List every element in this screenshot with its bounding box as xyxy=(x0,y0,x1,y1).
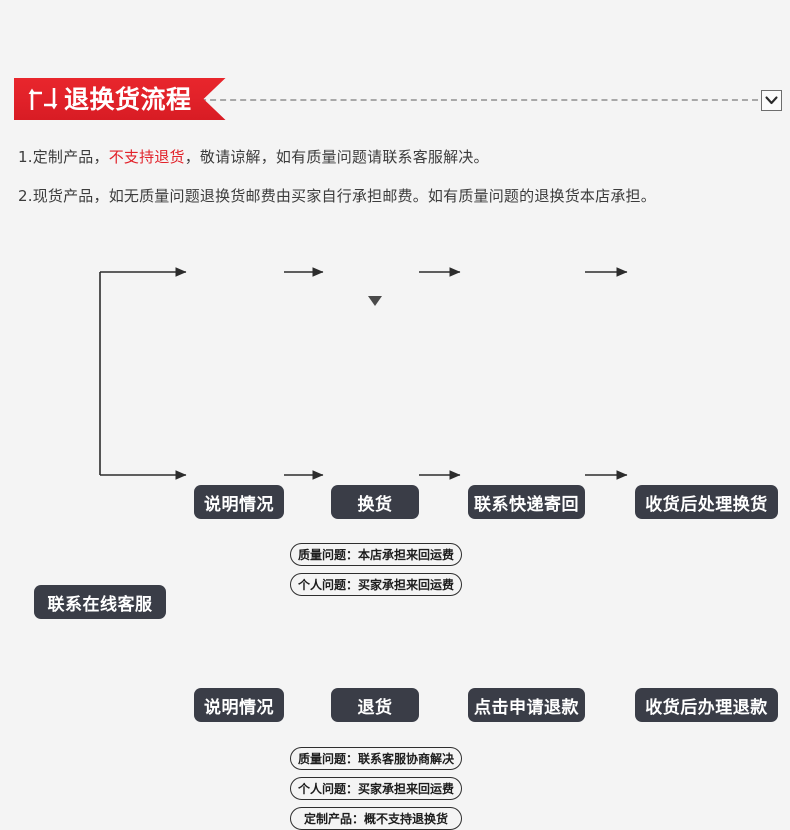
flow-note-return-quality: 质量问题：联系客服协商解决 xyxy=(290,747,462,770)
flow-node-exchange-step-1[interactable]: 说明情况 xyxy=(194,485,284,519)
header-dashed-rule xyxy=(190,99,758,101)
section-title: 退换货流程 xyxy=(64,84,192,114)
exchange-arrows-icon xyxy=(28,87,58,111)
policy-line-1: 1.定制产品，不支持退货，敬请谅解，如有质量问题请联系客服解决。 xyxy=(18,146,489,167)
policy-line-1-suffix: ，敬请谅解，如有质量问题请联系客服解决。 xyxy=(184,148,489,166)
flow-note-exchange-quality: 质量问题：本店承担来回运费 xyxy=(290,543,462,566)
flow-node-contact-service[interactable]: 联系在线客服 xyxy=(34,585,166,619)
flow-note-return-personal: 个人问题：买家承担来回运费 xyxy=(290,777,462,800)
returns-flowchart: 联系在线客服 说明情况 换货 联系快递寄回 收货后处理换货 质量问题：本店承担来… xyxy=(0,230,790,830)
flow-node-exchange-step-2[interactable]: 换货 xyxy=(331,485,419,519)
policy-line-1-emphasis: 不支持退货 xyxy=(108,148,185,166)
flow-node-exchange-step-3[interactable]: 联系快递寄回 xyxy=(468,485,585,519)
chevron-down-glyph xyxy=(765,96,778,105)
policy-line-1-prefix: 1.定制产品， xyxy=(18,148,109,166)
policy-line-2: 2.现货产品，如无质量问题退换货邮费由买家自行承担邮费。如有质量问题的退换货本店… xyxy=(18,187,656,205)
flow-note-exchange-personal: 个人问题：买家承担来回运费 xyxy=(290,573,462,596)
flow-node-return-step-3[interactable]: 点击申请退款 xyxy=(468,688,585,722)
section-header: 退换货流程 xyxy=(0,78,790,122)
flow-note-return-custom: 定制产品：概不支持退换货 xyxy=(290,807,462,830)
flow-node-return-step-2[interactable]: 退货 xyxy=(331,688,419,722)
flow-node-return-step-4[interactable]: 收货后办理退款 xyxy=(635,688,778,722)
flow-node-return-step-1[interactable]: 说明情况 xyxy=(194,688,284,722)
flow-node-exchange-step-4[interactable]: 收货后处理换货 xyxy=(635,485,778,519)
section-title-banner: 退换货流程 xyxy=(14,78,226,120)
chevron-down-icon[interactable] xyxy=(761,90,782,111)
down-triangle-exchange xyxy=(368,296,382,306)
